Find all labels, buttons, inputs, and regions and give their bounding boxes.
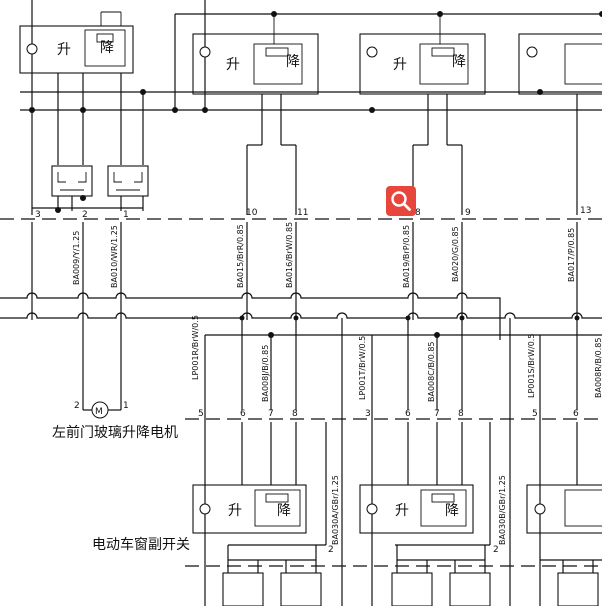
- down-label: 降: [100, 40, 114, 56]
- svg-text:BA016/BrW/0.85: BA016/BrW/0.85: [285, 222, 294, 288]
- svg-text:13: 13: [580, 206, 591, 216]
- svg-text:6: 6: [573, 409, 579, 419]
- svg-text:7: 7: [268, 409, 274, 419]
- svg-text:降: 降: [445, 503, 459, 519]
- up-label: 升: [57, 42, 71, 58]
- svg-text:BA019/BrP/0.85: BA019/BrP/0.85: [402, 225, 411, 288]
- svg-text:LP001S/BrW/0.5: LP001S/BrW/0.5: [527, 334, 536, 398]
- svg-text:LP001R/BrW/0.5: LP001R/BrW/0.5: [191, 315, 200, 380]
- svg-text:3: 3: [365, 409, 371, 419]
- svg-text:降: 降: [286, 54, 300, 70]
- svg-text:BA030B/GBr/1.25: BA030B/GBr/1.25: [498, 475, 507, 545]
- svg-text:降: 降: [277, 503, 291, 519]
- svg-text:11: 11: [297, 208, 308, 218]
- svg-text:升: 升: [395, 503, 409, 519]
- svg-text:2: 2: [82, 210, 88, 220]
- svg-text:1: 1: [123, 401, 129, 411]
- svg-text:LP001T/BrW/0.5: LP001T/BrW/0.5: [358, 336, 367, 400]
- svg-text:9: 9: [465, 208, 471, 218]
- svg-text:升: 升: [393, 57, 407, 73]
- search-icon: [391, 191, 411, 211]
- svg-text:3: 3: [35, 210, 41, 220]
- bus-line-1: [0, 292, 501, 340]
- svg-text:BA008J/B/0.85: BA008J/B/0.85: [261, 345, 270, 402]
- switch-box-top-left: [19, 25, 134, 74]
- svg-text:8: 8: [292, 409, 298, 419]
- window-motor: M 2 1: [74, 401, 129, 419]
- switch-box-7: [526, 484, 602, 534]
- switch-label: 电动车窗副开关: [92, 536, 190, 553]
- lamp-icon: [26, 43, 38, 55]
- svg-text:M: M: [95, 407, 103, 417]
- svg-text:BA015/BrR/0.85: BA015/BrR/0.85: [236, 224, 245, 288]
- switch-box-6: 升 降: [359, 484, 474, 534]
- svg-text:5: 5: [532, 409, 538, 419]
- svg-text:10: 10: [246, 208, 258, 218]
- svg-text:BA008R/B/0.85: BA008R/B/0.85: [594, 338, 602, 398]
- bus-line-2: [0, 312, 602, 319]
- relay-right: [107, 165, 149, 197]
- svg-text:2: 2: [328, 545, 334, 555]
- svg-text:降: 降: [452, 54, 466, 70]
- svg-text:BA010/WR/1.25: BA010/WR/1.25: [110, 225, 119, 288]
- svg-text:1: 1: [123, 210, 129, 220]
- svg-text:2: 2: [74, 401, 80, 411]
- svg-text:8: 8: [415, 208, 421, 218]
- search-button[interactable]: [386, 186, 416, 216]
- switch-box-4: [518, 33, 602, 95]
- motor-label: 左前门玻璃升降电机: [52, 424, 178, 441]
- switch-box-5: 升 降: [192, 484, 307, 534]
- svg-text:8: 8: [458, 409, 464, 419]
- svg-text:6: 6: [405, 409, 411, 419]
- switch-box-3: 升 降: [359, 14, 486, 95]
- svg-text:5: 5: [198, 409, 204, 419]
- svg-text:6: 6: [240, 409, 246, 419]
- svg-text:BA017/P/0.85: BA017/P/0.85: [567, 228, 576, 282]
- svg-text:BA008C/B/0.85: BA008C/B/0.85: [427, 341, 436, 402]
- svg-text:升: 升: [228, 503, 242, 519]
- svg-text:BA030A/GBr/1.25: BA030A/GBr/1.25: [331, 475, 340, 545]
- svg-text:升: 升: [226, 57, 240, 73]
- svg-text:BA009/Y/1.25: BA009/Y/1.25: [72, 231, 81, 285]
- switch-box-2: 升 降: [192, 14, 319, 95]
- svg-text:7: 7: [434, 409, 440, 419]
- svg-text:2: 2: [493, 545, 499, 555]
- svg-text:BA020/G/0.85: BA020/G/0.85: [451, 226, 460, 282]
